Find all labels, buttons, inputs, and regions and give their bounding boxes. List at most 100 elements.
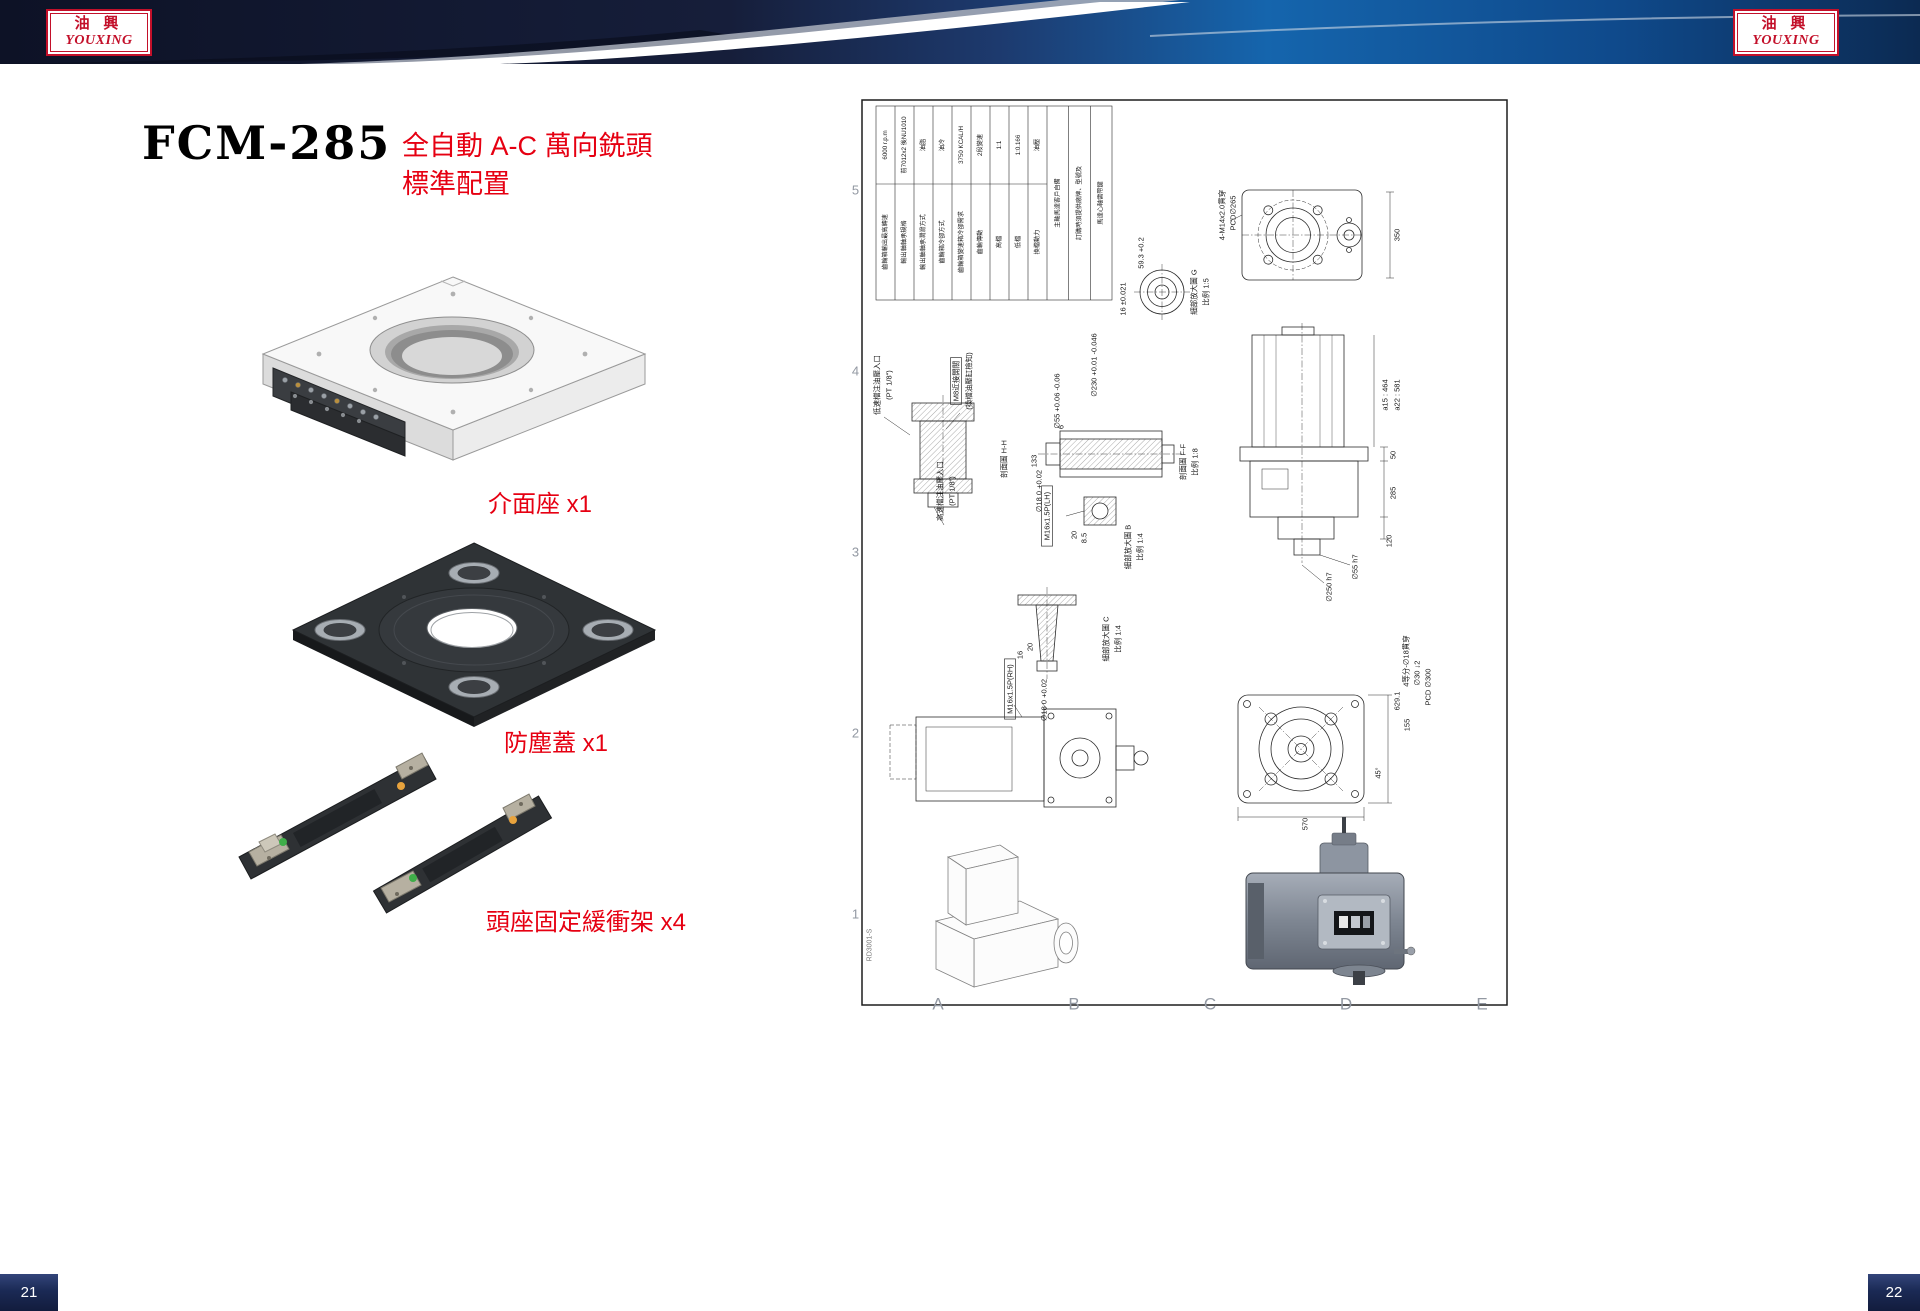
drawing-annotation: ∅55 h7 (1351, 554, 1360, 579)
drawing-annotation: ∅18 0 +0.02 (1035, 470, 1044, 512)
drawing-annotation: 比例 1:5 (1201, 278, 1211, 306)
drawing-annotation: 50 (1389, 451, 1398, 459)
spec-value: 3750 KCAL/H (958, 126, 965, 164)
drawing-annotation: 8.5 (1080, 533, 1089, 543)
grid-row-label: 3 (852, 545, 859, 560)
drawing-annotation: 59.3 +0.2 (1137, 237, 1146, 269)
brand-logo: 油 興 YOUXING (46, 9, 152, 56)
brand-logo: 油 興 YOUXING (1733, 9, 1839, 56)
spec-name: 低檔 (1014, 236, 1022, 248)
spec-value: 油壓 (1033, 139, 1041, 151)
annotation-box (1041, 485, 1053, 547)
brand-logo-en: YOUXING (65, 33, 133, 49)
drawing-annotation: 比例 1:8 (1190, 448, 1200, 476)
view-flange-face (1229, 189, 1394, 281)
top-screw-dots (316, 291, 588, 415)
detail-view-c (1017, 587, 1077, 679)
spec-note: 馬達心軸需帶鍵 (1097, 181, 1105, 224)
drawing-annotation: 155 (1403, 719, 1412, 732)
grid-row-label: 2 (852, 726, 859, 741)
corner-bosses (314, 562, 634, 698)
drawing-annotation: 350 (1393, 229, 1402, 242)
page-subtitle: 全自動 A-C 萬向銑頭 標準配置 (402, 127, 653, 204)
drawing-annotation: (PT 1/8") (948, 476, 957, 506)
drawing-annotation: 16 ±0.021 (1119, 282, 1128, 315)
spec-value: 前7012x2 後NU1010 (900, 116, 908, 174)
page-subtitle-line2: 標準配置 (402, 169, 510, 200)
drawing-annotation: ∅55 +0.06 -0.06 (1053, 373, 1062, 428)
bracket-1 (238, 752, 437, 880)
drawing-annotation: M16x1.5P(RH) (1006, 664, 1015, 714)
brand-logo-frame: 油 興 YOUXING (50, 13, 148, 52)
grid-col-label: A (932, 995, 944, 1011)
drawing-annotation: 45° (1374, 767, 1383, 778)
drawing-annotation: 133 (1030, 455, 1039, 468)
part-image-buffer-brackets (238, 752, 553, 914)
drawing-annotation: 高速檔注油壓入口 (935, 461, 945, 521)
bracket-2 (372, 793, 553, 914)
spec-name: 齒輪箱變速箱冷卻需求 (957, 211, 965, 273)
drawing-annotation: (PT 1/8") (885, 370, 894, 400)
drawing-annotation: 4等分-∅18貫穿 (1401, 635, 1411, 687)
grid-row-label: 5 (852, 183, 859, 198)
drawing-annotation: 低速檔注油壓入口 (872, 355, 882, 415)
drawing-annotation: 120 (1385, 535, 1394, 548)
top-banner (0, 0, 1920, 64)
annotation-box (1004, 658, 1016, 720)
brand-logo-en: YOUXING (1752, 33, 1820, 49)
grid-col-label: C (1204, 995, 1216, 1011)
line-work (883, 189, 1394, 988)
banner-silver-swoosh (300, 0, 1180, 64)
detail-view-g (1134, 264, 1190, 320)
page-title-model: FCM-285 (142, 116, 392, 170)
rendered-product-photo (1245, 817, 1416, 985)
drawing-annotation: ∅18 0 +0.02 (1040, 679, 1049, 721)
spec-value: 油冷 (938, 139, 946, 151)
drawing-annotation: a15 : 464 (1381, 379, 1390, 410)
view-face (1237, 694, 1392, 821)
page-number-left: 21 (0, 1274, 58, 1311)
drawing-annotation: 629.1 (1393, 692, 1402, 711)
part-image-dust-cover (291, 542, 657, 727)
part-caption-buffer-bracket: 頭座固定緩衝架 x4 (486, 909, 687, 936)
drawing-annotation: 比例 1:4 (1135, 533, 1145, 561)
grid-col-label: E (1476, 995, 1487, 1011)
spec-name: 齒輪箱輸出最高轉速 (881, 214, 889, 270)
drawing-annotation: 6 (1057, 425, 1066, 429)
drawing-annotation: (換檔油壓缸檢知) (964, 352, 974, 410)
spec-note: 主軸馬達客戶自備 (1053, 178, 1061, 228)
annotation-box (950, 357, 962, 405)
detail-view-b (1065, 496, 1117, 526)
drawing-annotation: PCD∅265 (1229, 196, 1238, 231)
grid-row-label: 1 (852, 907, 859, 922)
drawing-annotation: 20 (1026, 643, 1035, 651)
grid-col-label: D (1340, 995, 1352, 1011)
drawing-annotation: ∅250 h7 (1325, 572, 1334, 601)
page-subtitle-line1: 全自動 A-C 萬向銑頭 (402, 131, 653, 161)
spec-value: 6000 r.p.m (882, 130, 889, 159)
grid-row-label: 4 (852, 364, 859, 379)
spec-value: 2段變速 (976, 134, 984, 156)
banner-background (0, 0, 1920, 64)
drawing-annotation: 570 (1301, 818, 1310, 831)
part-caption-interface-seat: 介面座 x1 (488, 491, 593, 518)
spec-table-grid (875, 105, 1113, 301)
fitting-dots (282, 377, 379, 424)
drawing-annotation: ∅30 ↓2 (1413, 661, 1422, 686)
section-f-f-view (1038, 430, 1182, 478)
cover-screw-dots (402, 595, 546, 665)
section-h-h-view (883, 395, 975, 526)
drawing-annotation: M16x1.5P(LH) (1043, 491, 1052, 540)
spec-value: 1:1 (996, 140, 1003, 149)
drawing-annotation: 細部放大圖 G (1189, 269, 1199, 315)
spec-value: 1:0.166 (1015, 134, 1022, 155)
spec-name: 高檔 (995, 236, 1003, 248)
view-front (889, 702, 1149, 808)
spec-note: 訂購時須提供廠牌、型號及 (1075, 166, 1083, 240)
spec-table-border (875, 105, 1113, 301)
drawing-annotation: 剖面圖 H-H (999, 440, 1009, 478)
view-isometric (934, 844, 1079, 988)
drawing-annotation: ∅230 +0.01 -0.046 (1090, 333, 1099, 396)
drawing-annotation: a22 : 581 (1393, 379, 1402, 410)
